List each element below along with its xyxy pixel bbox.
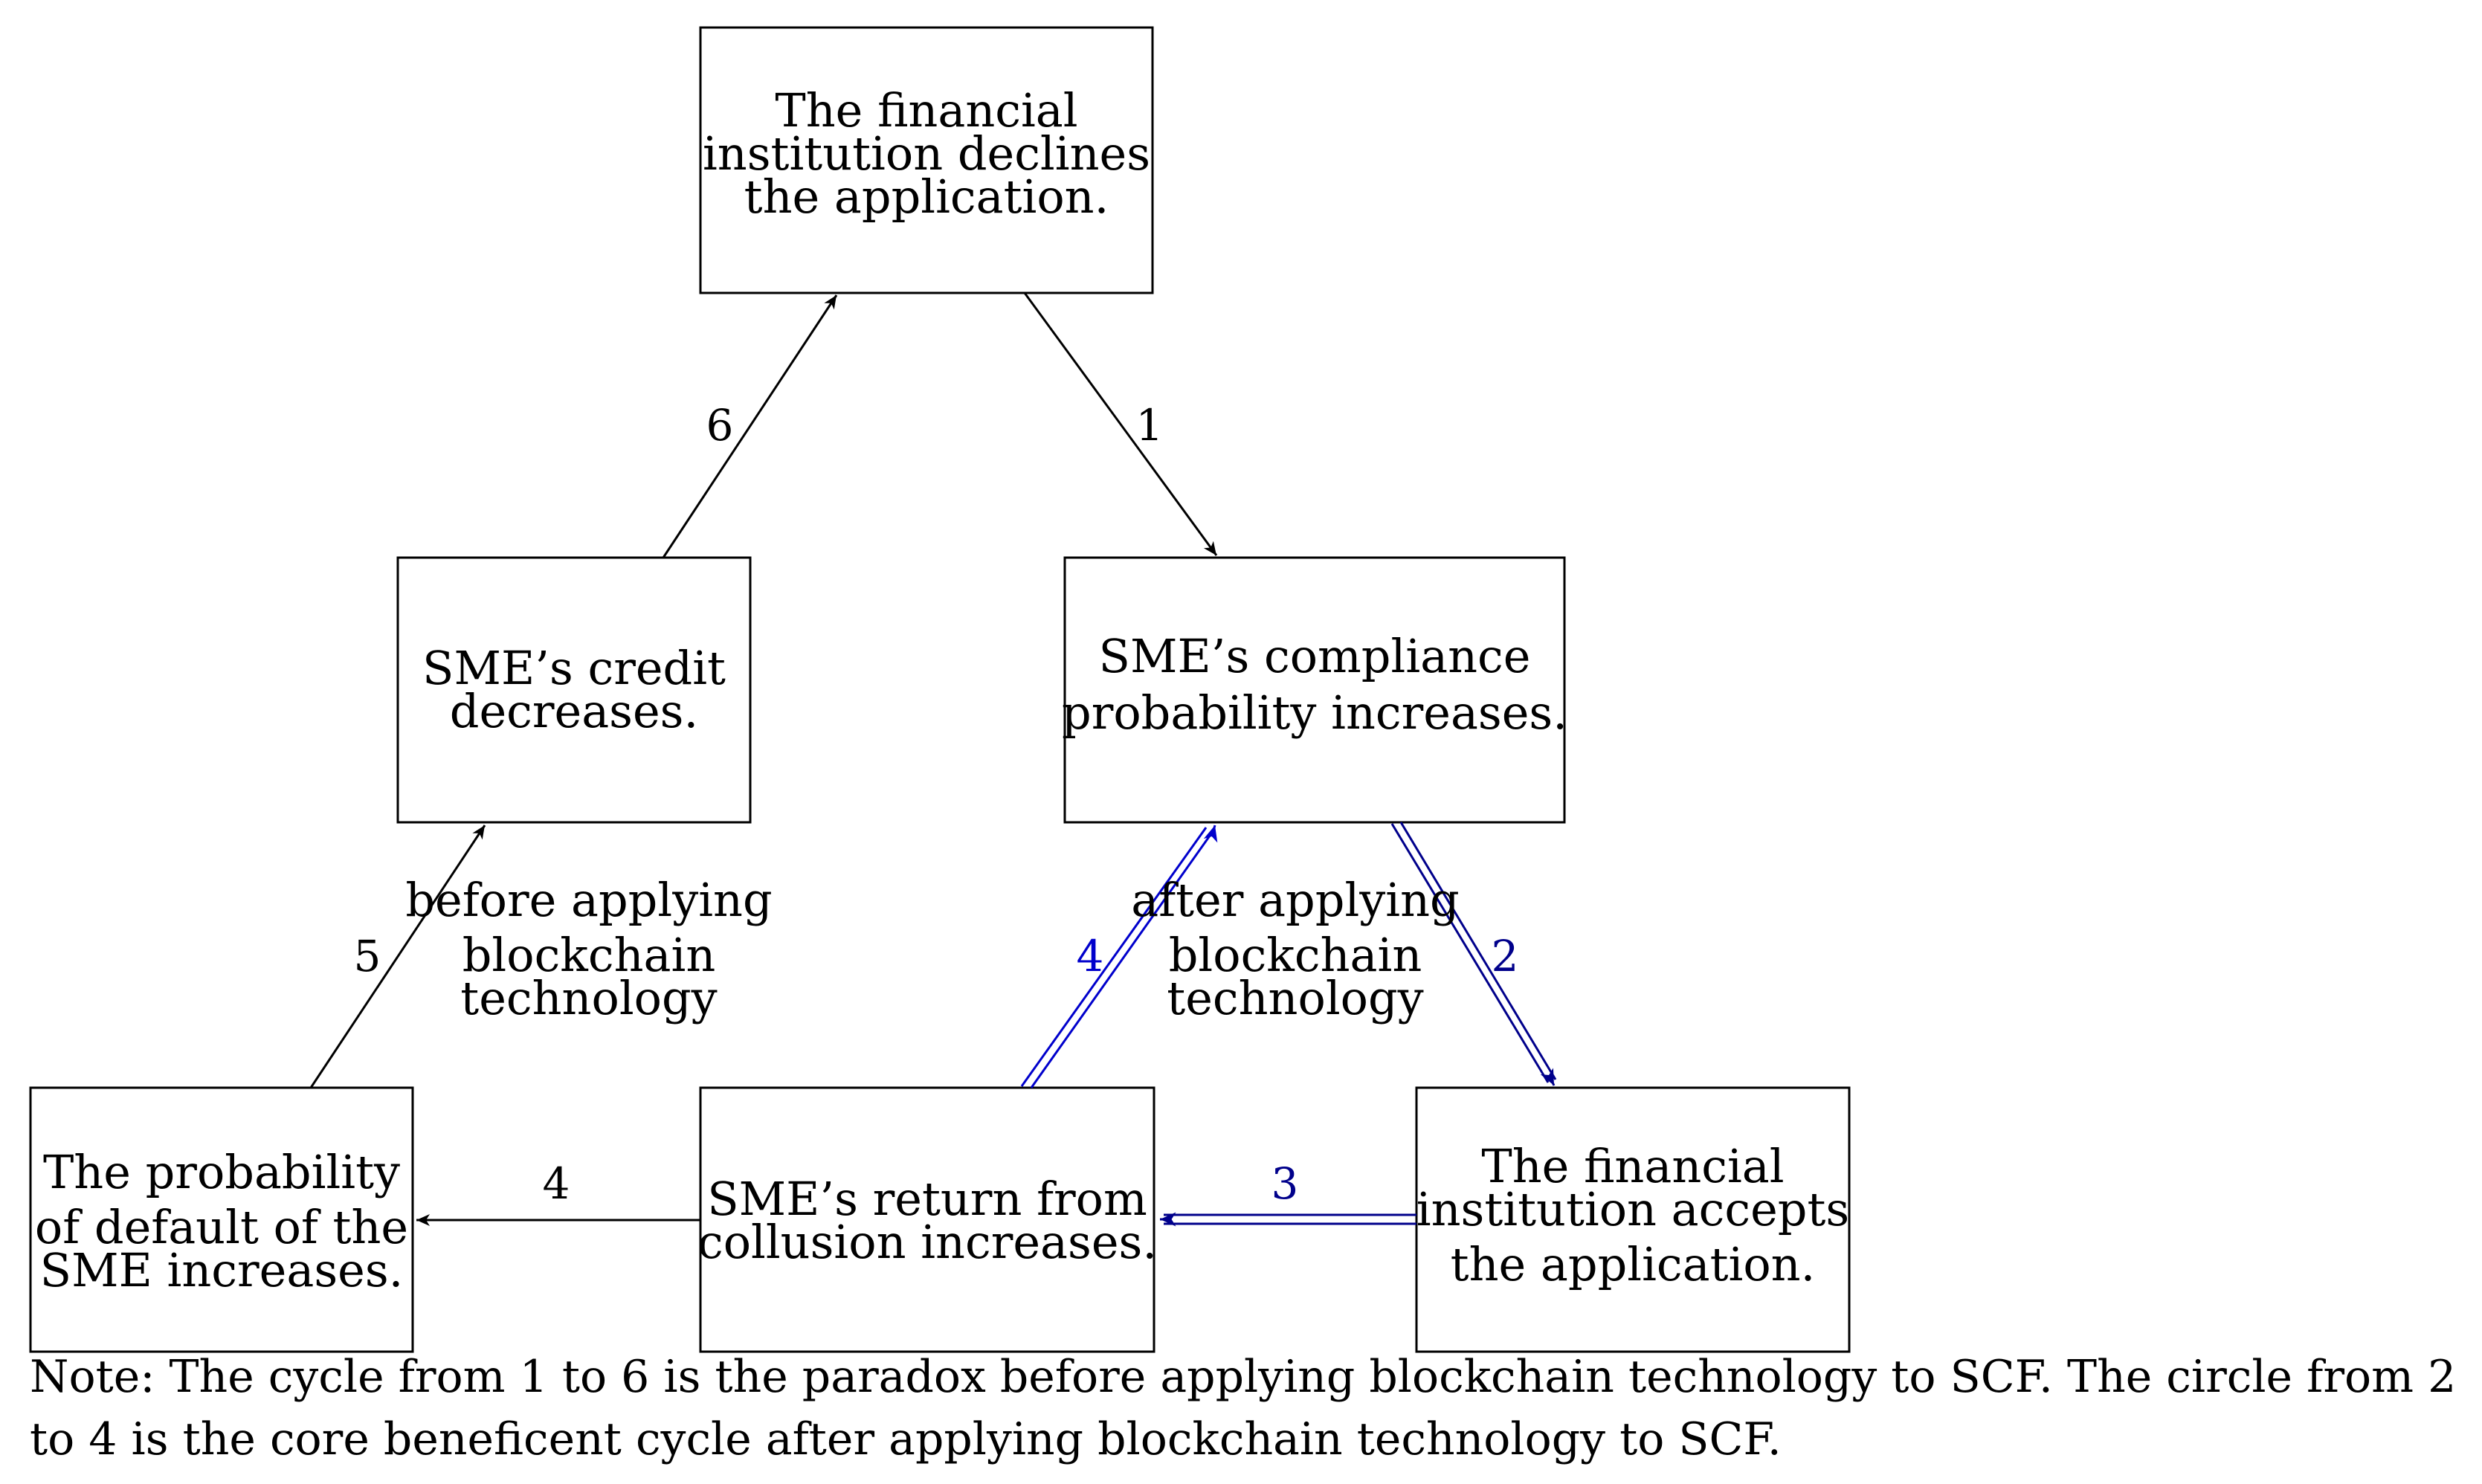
figure-note: Note: The cycle from 1 to 6 is the parad… [30, 1351, 2457, 1465]
box-credit: SME’s credit decreases. [396, 556, 752, 824]
arrow-3 [1160, 1212, 1416, 1227]
box-collusion-line2: collusion increases. [697, 1215, 1157, 1269]
cycle-label-after: after applying blockchain technology [1131, 873, 1460, 1025]
arrow-5 [309, 825, 486, 1088]
box-declines-line3: the application. [744, 170, 1109, 224]
box-default: The probability of default of the SME in… [29, 1086, 414, 1353]
box-default-line1: The probability [43, 1145, 400, 1199]
box-credit-line1: SME’s credit [422, 641, 726, 695]
arrow-2 [1390, 822, 1557, 1086]
box-collusion: SME’s return from collusion increases. [697, 1086, 1157, 1353]
arrow-6 [662, 294, 838, 558]
box-default-line2: of default of the [35, 1200, 408, 1254]
box-declines-line1: The financial [775, 83, 1077, 138]
box-accepts-line2: institution accepts [1416, 1182, 1849, 1236]
box-declines: The financial institution declines the a… [699, 26, 1154, 294]
box-accepts: The financial institution accepts the ap… [1415, 1086, 1851, 1353]
arrow-4-blue [1020, 825, 1218, 1088]
cycle-label-after-line1: after applying [1131, 873, 1460, 927]
box-compliance: SME’s compliance probability increases. [1062, 556, 1567, 824]
box-credit-line2: decreases. [450, 684, 698, 738]
edge-label-2: 2 [1492, 931, 1519, 981]
edge-label-6: 6 [706, 400, 734, 451]
cycle-label-before: before applying blockchain technology [405, 873, 772, 1025]
cycle-label-before-line1: before applying [405, 873, 772, 927]
edge-label-4-black: 4 [543, 1158, 570, 1209]
box-default-line3: SME increases. [40, 1243, 404, 1297]
edge-label-4-blue: 4 [1077, 931, 1104, 981]
cycle-label-after-line3: technology [1167, 971, 1423, 1025]
cycle-label-after-line2: blockchain [1169, 928, 1422, 982]
box-compliance-line1: SME’s compliance [1099, 629, 1531, 683]
box-compliance-line2: probability increases. [1062, 685, 1567, 740]
box-accepts-line3: the application. [1451, 1237, 1816, 1291]
box-declines-line2: institution declines [703, 126, 1150, 181]
cycle-label-before-line2: blockchain [462, 928, 716, 982]
arrow-1 [1023, 292, 1218, 556]
box-accepts-line1: The financial [1481, 1139, 1784, 1193]
cycle-label-before-line3: technology [460, 971, 717, 1025]
edge-label-3: 3 [1271, 1158, 1299, 1209]
box-collusion-line1: SME’s return from [707, 1172, 1147, 1226]
edge-label-5: 5 [354, 931, 381, 981]
edge-label-1: 1 [1136, 400, 1164, 451]
